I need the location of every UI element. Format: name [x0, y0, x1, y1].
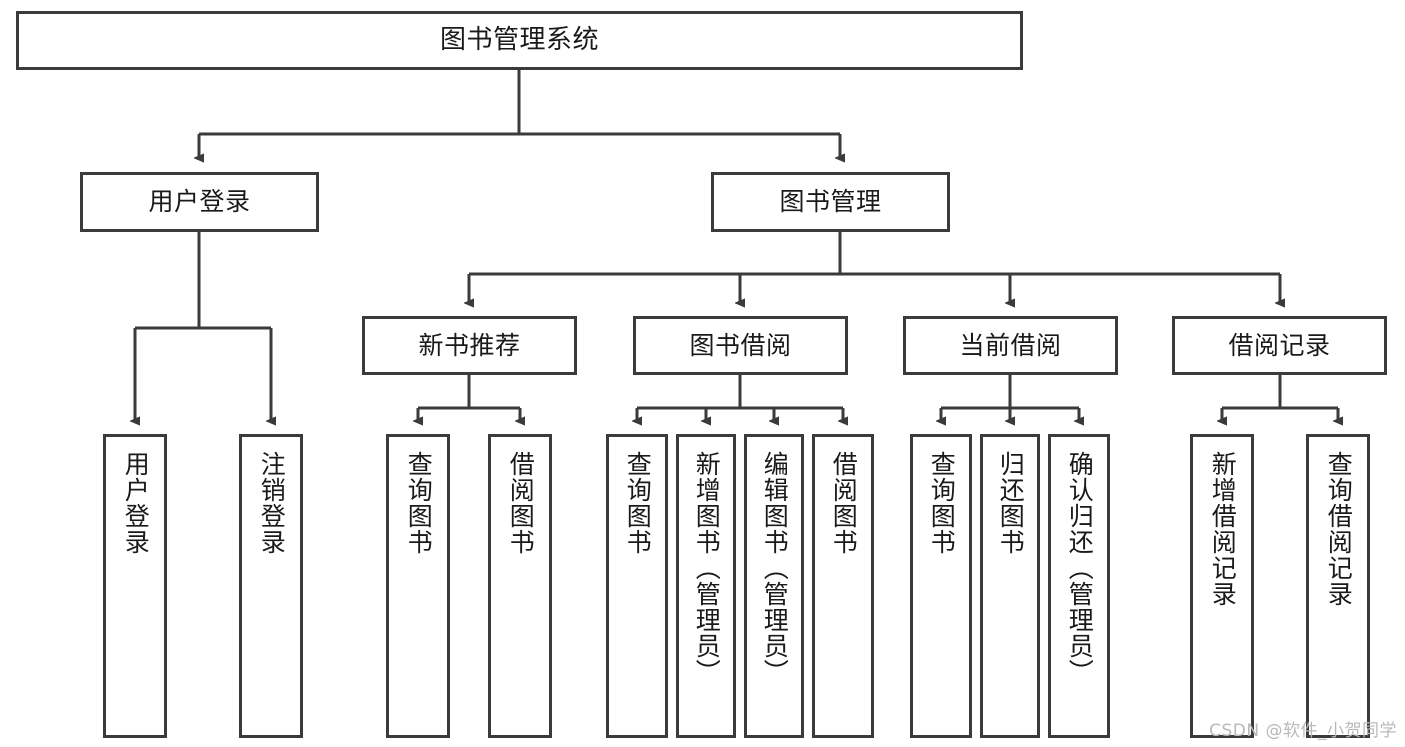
node-label: 查询借阅记录: [1324, 451, 1354, 607]
node-label: 借阅图书: [506, 451, 536, 555]
node-borrow-record[interactable]: 借阅记录: [1172, 316, 1387, 375]
leaf-logout[interactable]: 注销登录: [239, 434, 303, 738]
node-label: 图书管理: [779, 187, 882, 216]
node-label: 归还图书: [996, 451, 1026, 555]
node-label: 借阅记录: [1228, 330, 1331, 360]
node-label: 新增图书（管理员）: [692, 451, 722, 685]
leaf-query-book-borrow[interactable]: 查询图书: [606, 434, 668, 738]
node-label: 查询图书: [927, 451, 957, 555]
node-new-book-recommend[interactable]: 新书推荐: [362, 316, 577, 375]
node-label: 注销登录: [257, 451, 287, 555]
node-label: 当前借阅: [959, 330, 1062, 360]
watermark-credit: CSDN @软件_小贺同学: [1209, 721, 1397, 741]
leaf-edit-book-admin[interactable]: 编辑图书（管理员）: [744, 434, 804, 738]
leaf-query-book-current[interactable]: 查询图书: [910, 434, 972, 738]
node-user-login[interactable]: 用户登录: [80, 172, 319, 232]
leaf-add-borrow-record[interactable]: 新增借阅记录: [1190, 434, 1254, 738]
leaf-borrow-book-recommend[interactable]: 借阅图书: [488, 434, 552, 738]
node-label: 借阅图书: [829, 451, 859, 555]
leaf-borrow-book[interactable]: 借阅图书: [812, 434, 874, 738]
node-label: 图书管理系统: [439, 24, 599, 55]
leaf-query-borrow-record[interactable]: 查询借阅记录: [1306, 434, 1370, 738]
node-label: 确认归还（管理员）: [1065, 451, 1095, 685]
leaf-return-book[interactable]: 归还图书: [980, 434, 1040, 738]
node-label: 查询图书: [404, 451, 434, 555]
node-current-borrow[interactable]: 当前借阅: [903, 316, 1118, 375]
node-root-book-management-system[interactable]: 图书管理系统: [16, 11, 1023, 70]
node-label: 用户登录: [121, 451, 151, 555]
node-label: 新书推荐: [418, 330, 521, 360]
leaf-confirm-return-admin[interactable]: 确认归还（管理员）: [1048, 434, 1110, 738]
node-label: 图书借阅: [689, 330, 792, 360]
node-label: 查询图书: [623, 451, 653, 555]
node-book-borrow[interactable]: 图书借阅: [633, 316, 848, 375]
node-label: 用户登录: [148, 187, 251, 216]
node-book-management[interactable]: 图书管理: [711, 172, 950, 232]
leaf-user-login[interactable]: 用户登录: [103, 434, 167, 738]
leaf-query-book-recommend[interactable]: 查询图书: [386, 434, 450, 738]
leaf-add-book-admin[interactable]: 新增图书（管理员）: [676, 434, 736, 738]
node-label: 编辑图书（管理员）: [760, 451, 790, 685]
node-label: 新增借阅记录: [1208, 451, 1238, 607]
